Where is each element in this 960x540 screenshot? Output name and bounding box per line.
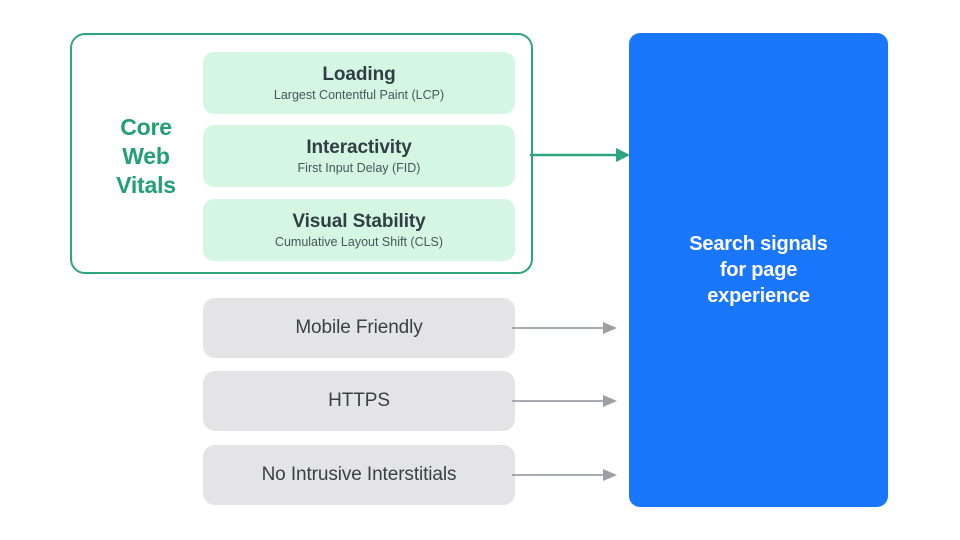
arrow-core-web-vitals-to-panel bbox=[530, 148, 630, 162]
signal-label: Mobile Friendly bbox=[295, 317, 423, 338]
metric-subtitle: Cumulative Layout Shift (CLS) bbox=[274, 234, 444, 249]
search-signals-panel-text: Search signals for page experience bbox=[689, 233, 828, 307]
signal-box-mobile-friendly: Mobile Friendly bbox=[203, 298, 515, 358]
core-web-vitals-label: Core Web Vitals bbox=[116, 114, 176, 198]
metric-title: Visual Stability bbox=[292, 210, 426, 232]
metric-subtitle: First Input Delay (FID) bbox=[297, 160, 421, 175]
metric-subtitle: Largest Contentful Paint (LCP) bbox=[273, 87, 445, 102]
arrow-https-to-panel bbox=[512, 395, 617, 407]
arrow-mobile-friendly-to-panel bbox=[512, 322, 617, 334]
metric-card-visual-stability: Visual Stability Cumulative Layout Shift… bbox=[203, 199, 515, 261]
signal-box-no-intrusive-interstitials: No Intrusive Interstitials bbox=[203, 445, 515, 505]
arrow-no-intrusive-interstitials-to-panel bbox=[512, 469, 617, 481]
search-signals-panel: Search signals for page experience bbox=[629, 33, 888, 507]
metric-card-interactivity: Interactivity First Input Delay (FID) bbox=[203, 125, 515, 187]
metric-title: Loading bbox=[322, 63, 396, 85]
signal-label: No Intrusive Interstitials bbox=[261, 464, 457, 485]
core-web-vitals-group bbox=[70, 33, 533, 274]
signal-label: HTTPS bbox=[328, 390, 390, 411]
signal-box-https: HTTPS bbox=[203, 371, 515, 431]
metric-title: Interactivity bbox=[306, 136, 412, 158]
metric-card-loading: Loading Largest Contentful Paint (LCP) bbox=[203, 52, 515, 114]
